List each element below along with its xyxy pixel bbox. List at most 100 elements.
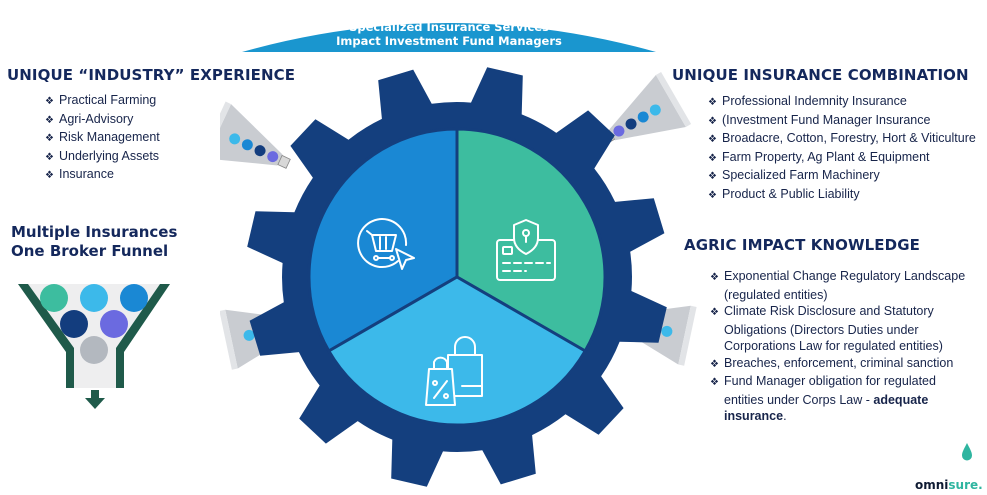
list-item-line: Climate Risk Disclosure and Statutory: [724, 304, 934, 318]
bullet-diamond-icon: ❖: [45, 114, 54, 126]
list-item-text: Risk Management: [59, 130, 160, 144]
megaphone-top-left-icon: [220, 101, 291, 169]
megaphone-dot: [661, 325, 673, 337]
megaphone-dot: [637, 111, 649, 123]
insurance-combination-item: ❖ Professional Indemnity Insurance: [708, 93, 976, 112]
card-shield-lock-icon: [496, 219, 556, 281]
insurance-combination-item: ❖ Farm Property, Ag Plant & Equipment: [708, 149, 976, 168]
punctuation: .: [783, 409, 787, 423]
bullet-diamond-icon: ❖: [708, 152, 717, 164]
list-item-line: Breaches, enforcement, criminal sanction: [724, 355, 954, 370]
megaphone-dot: [267, 151, 279, 163]
banner-text: Specialized Insurance Services Impact In…: [238, 20, 660, 48]
agric-impact-item: ❖ Fund Manager obligation for regulated en…: [710, 373, 965, 425]
agric-impact-item: ❖ Breaches, enforcement, criminal sanctio…: [710, 355, 965, 374]
funnel-title-line-1: Multiple Insurances: [11, 223, 178, 241]
list-item-text: Farm Property, Ag Plant & Equipment: [722, 149, 930, 164]
megaphone-dot: [649, 104, 661, 116]
title-banner: Specialized Insurance Services Impact In…: [238, 8, 660, 54]
bullet-diamond-icon: ❖: [708, 97, 717, 108]
bullet-diamond-icon: ❖: [708, 189, 717, 201]
list-item-line: Exponential Change Regulatory Landscape: [724, 269, 966, 283]
list-item-line: (regulated entities): [724, 287, 828, 302]
list-item-text: Broadacre, Cotton, Forestry, Hort & Viti…: [722, 131, 976, 145]
list-item-line: Fund Manager obligation for regulated: [724, 374, 936, 388]
agric-impact-item: ❖ Exponential Change Regulatory Landscape…: [710, 268, 965, 303]
central-gear: [220, 67, 697, 487]
funnel-ball: [80, 336, 108, 364]
bullet-diamond-icon: ❖: [708, 134, 717, 145]
megaphone-dot: [613, 125, 625, 137]
banner-line-1: Specialized Insurance Services: [349, 20, 549, 34]
industry-experience-item: ❖ Practical Farming: [45, 92, 160, 111]
list-item-text: Product & Public Liability: [722, 186, 860, 201]
bullet-diamond-icon: ❖: [710, 358, 719, 370]
broker-funnel-graphic: [18, 284, 170, 409]
insurance-combination-item: ❖ Specialized Farm Machinery: [708, 167, 976, 186]
list-item-line: entities under Corps Law - adequate: [724, 392, 965, 409]
list-item-text: (Investment Fund Manager Insurance: [722, 112, 931, 127]
industry-experience-heading: UNIQUE “INDUSTRY” EXPERIENCE: [7, 66, 296, 84]
megaphone-dot: [243, 329, 255, 341]
industry-experience-list: ❖ Practical Farming ❖ Agri-Advisory ❖ Risk Ma…: [45, 92, 160, 185]
industry-experience-item: ❖ Agri-Advisory: [45, 111, 160, 130]
insurance-combination-item: ❖ (Investment Fund Manager Insurance: [708, 112, 976, 131]
bullet-diamond-icon: ❖: [710, 307, 719, 318]
bullet-diamond-icon: ❖: [45, 96, 54, 107]
funnel-right-wall: [116, 284, 170, 388]
insurance-combination-list: ❖ Professional Indemnity Insurance ❖ (Inves…: [708, 93, 976, 204]
list-item-text: Professional Indemnity Insurance: [722, 94, 907, 108]
gear-segment-shopping: [307, 127, 459, 354]
shopping-bags-percent-icon: [425, 336, 483, 406]
bullet-diamond-icon: ❖: [708, 115, 717, 127]
bullet-diamond-icon: ❖: [45, 133, 54, 144]
funnel-ball: [40, 284, 68, 312]
funnel-ball: [80, 284, 108, 312]
bullet-diamond-icon: ❖: [45, 170, 54, 181]
banner-arc-shape: [242, 23, 656, 52]
gear-segment-discount: [326, 275, 588, 427]
arrow-down-icon: [85, 390, 105, 409]
funnel-title: Multiple Insurances One Broker Funnel: [11, 223, 177, 261]
industry-experience-item: ❖ Insurance: [45, 166, 160, 185]
bullet-diamond-icon: ❖: [45, 151, 54, 163]
agric-impact-heading: AGRIC IMPACT KNOWLEDGE: [684, 236, 920, 254]
industry-experience-item: ❖ Risk Management: [45, 129, 160, 148]
list-item-line: entities under Corps Law -: [724, 392, 874, 407]
bullet-diamond-icon: ❖: [708, 171, 717, 182]
list-item-line: Obligations (Directors Duties under: [724, 322, 919, 337]
bullet-diamond-icon: ❖: [710, 377, 719, 388]
logo-dot: .: [978, 478, 983, 492]
funnel-ball: [100, 310, 128, 338]
omnisure-logo: omnisure.: [915, 478, 983, 492]
shopping-cart-cursor-icon: [357, 218, 415, 270]
emphasis-text: insurance: [724, 409, 784, 423]
list-item-line: insurance.: [724, 408, 965, 425]
funnel-ball: [60, 310, 88, 338]
emphasis-text: adequate: [873, 392, 929, 407]
list-item-text: Agri-Advisory: [59, 111, 134, 126]
bullet-diamond-icon: ❖: [710, 272, 719, 283]
agric-impact-list: ❖ Exponential Change Regulatory Landscape…: [710, 268, 965, 425]
insurance-combination-item: ❖ Product & Public Liability: [708, 186, 976, 205]
list-item-line: Corporations Law for regulated entities): [724, 339, 943, 353]
list-item-text: Underlying Assets: [59, 148, 160, 163]
funnel-left-wall: [18, 284, 74, 388]
funnel-ball: [120, 284, 148, 312]
megaphone-dot: [254, 145, 266, 157]
list-item-text: Specialized Farm Machinery: [722, 168, 880, 182]
insurance-combination-item: ❖ Broadacre, Cotton, Forestry, Hort & Vit…: [708, 130, 976, 149]
funnel-title-line-2: One Broker Funnel: [11, 242, 169, 260]
list-item-text: Practical Farming: [59, 93, 157, 107]
logo-part-1: omni: [915, 478, 949, 492]
megaphone-dot: [625, 118, 637, 130]
insurance-combination-heading: UNIQUE INSURANCE COMBINATION: [672, 66, 969, 84]
industry-experience-item: ❖ Underlying Assets: [45, 148, 160, 167]
list-item-text: Insurance: [59, 167, 114, 181]
water-drop-icon: [962, 443, 972, 461]
logo-part-2: sure: [948, 478, 979, 492]
megaphone-dot: [229, 133, 241, 145]
banner-line-2: Impact Investment Fund Managers: [336, 34, 562, 48]
megaphone-dot: [241, 139, 253, 151]
